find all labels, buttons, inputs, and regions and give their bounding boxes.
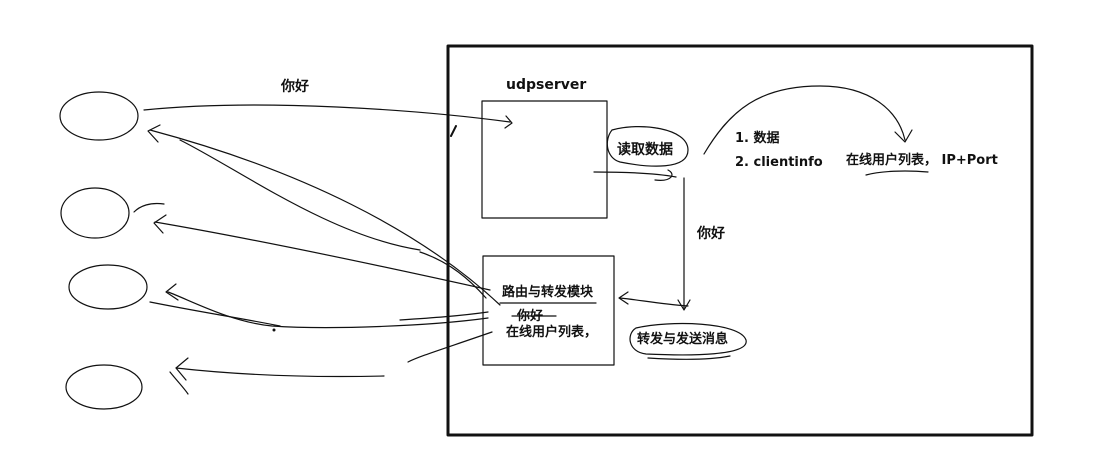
label-read-data: 读取数据 [617, 142, 673, 158]
stroke-client4 [169, 371, 189, 395]
curl-mark [654, 169, 673, 181]
client-ellipse-3 [68, 264, 148, 310]
label-online-list-inner: 在线用户列表， [506, 325, 598, 340]
arrow-routing-to-client1-head [147, 124, 161, 143]
online-list-underline [865, 170, 929, 176]
label-server-title: udpserver [506, 77, 587, 93]
arrow-client-tick [450, 125, 457, 137]
stroke-long-1 [179, 139, 421, 251]
label-forward-send: 转发与发送消息 [637, 332, 729, 347]
stroke-long-2 [419, 251, 487, 299]
stroke-long-3 [399, 311, 489, 321]
stroke-client2 [133, 202, 165, 213]
arrow-routing-to-client3 [167, 291, 489, 329]
arrow-into-routing [619, 297, 689, 307]
arrow-routing-to-client2-head [153, 214, 167, 234]
read-data-circle [606, 126, 689, 167]
arrow-routing-to-client2 [154, 221, 491, 291]
arrow-client-to-server-head [504, 115, 513, 129]
arrow-routing-to-client3-head [165, 283, 179, 301]
label-item2: 2. clientinfo [735, 155, 823, 170]
dot-mark [272, 328, 276, 332]
label-greeting-mid: 你好 [697, 226, 725, 242]
label-routing-module: 路由与转发模块 [502, 285, 594, 300]
label-greeting-inner: 你好 [517, 309, 544, 324]
arc-to-online-list-head [894, 129, 913, 143]
arrow-client-to-server [143, 104, 511, 123]
stroke-forward-underline [647, 355, 731, 360]
forward-send-circle [629, 322, 747, 356]
label-greeting-top: 你好 [281, 79, 309, 95]
server-frame [446, 44, 1034, 437]
label-online-list-ipport: 在线用户列表， IP+Port [846, 153, 998, 168]
client-ellipse-1 [59, 91, 139, 141]
line-server-to-read [593, 171, 677, 178]
label-item1: 1. 数据 [735, 131, 780, 146]
udpserver-box [481, 100, 608, 219]
stroke-client3 [149, 301, 281, 327]
arrow-routing-to-client4 [175, 331, 493, 378]
arc-to-online-list [703, 85, 906, 155]
arrow-into-routing-head [618, 291, 629, 305]
arrow-routing-to-client4-head [175, 357, 189, 381]
arrow-routing-to-client1 [149, 129, 501, 306]
routing-module-box [482, 255, 615, 366]
client-ellipse-4 [65, 364, 143, 410]
arrow-down-head [677, 299, 691, 311]
client-ellipse-2 [60, 187, 130, 239]
